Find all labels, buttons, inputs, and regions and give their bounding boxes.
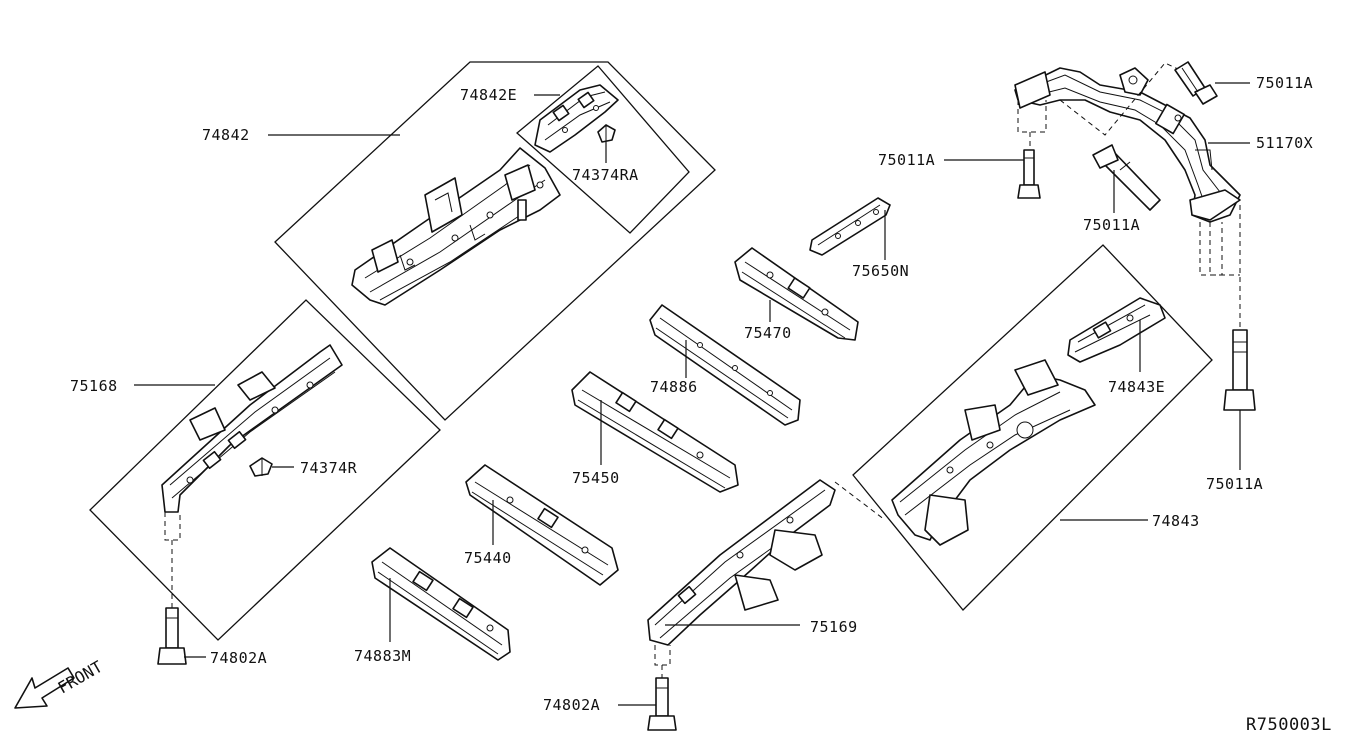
callout-75011a-bottom: 75011A (1206, 475, 1263, 493)
frame-74842e-subgroup (516, 65, 690, 234)
callout-74374ra: 74374RA (572, 166, 639, 184)
callout-74843: 74843 (1152, 512, 1200, 530)
front-arrow-icon (14, 667, 75, 709)
bolt-74802a-bottom (647, 677, 677, 731)
callout-75011a-mid: 75011A (1083, 216, 1140, 234)
part-74883m-member (371, 547, 511, 661)
callout-75440: 75440 (464, 549, 512, 567)
callout-75011a-top: 75011A (1256, 74, 1313, 92)
mount-line-top-right (1059, 62, 1181, 136)
part-74842e-bracket (534, 84, 619, 153)
callout-75470: 75470 (744, 324, 792, 342)
mount-line-left (1017, 100, 1047, 133)
callout-75169: 75169 (810, 618, 858, 636)
callout-74842e: 74842E (460, 86, 517, 104)
frame-75168-group (89, 299, 441, 641)
bolt-75011a-left (1017, 149, 1041, 199)
callout-75011a-left: 75011A (878, 151, 935, 169)
part-75169-side-member (647, 479, 836, 646)
front-direction-label: FRONT (55, 657, 107, 698)
part-74374r-clip (249, 457, 273, 477)
part-74374ra-clip (597, 124, 616, 143)
frame-74842-group (274, 61, 716, 421)
bolt-75011a-top (1174, 61, 1218, 105)
callout-75650n: 75650N (852, 262, 909, 280)
callout-75168: 75168 (70, 377, 118, 395)
part-75440-member (465, 464, 619, 586)
callout-51170x: 51170X (1256, 134, 1313, 152)
callout-74843e: 74843E (1108, 378, 1165, 396)
part-74843-side-member (891, 359, 1096, 546)
part-75168-side-member (161, 344, 343, 513)
callout-74886: 74886 (650, 378, 698, 396)
callout-74802a-bottom: 74802A (543, 696, 600, 714)
reference-code: R750003L (1246, 715, 1332, 735)
callout-74883m: 74883M (354, 647, 411, 665)
frame-74843-group (852, 244, 1213, 611)
callout-75450: 75450 (572, 469, 620, 487)
part-74843e-bracket (1067, 297, 1166, 363)
bolt-74802a-left (157, 607, 187, 665)
callout-74842: 74842 (202, 126, 250, 144)
bolt-75011a-bottom (1223, 329, 1256, 411)
callout-74374r: 74374R (300, 459, 358, 477)
part-75650n-reinforcement (809, 197, 891, 256)
part-74886-member (649, 304, 801, 426)
mount-line-bottom-right (1199, 222, 1223, 276)
part-75450-member (571, 371, 739, 493)
part-74842-side-member (351, 147, 561, 306)
bolt-75011a-mid (1092, 144, 1161, 211)
callout-74802a-left: 74802A (210, 649, 267, 667)
part-75470-member (734, 247, 859, 341)
